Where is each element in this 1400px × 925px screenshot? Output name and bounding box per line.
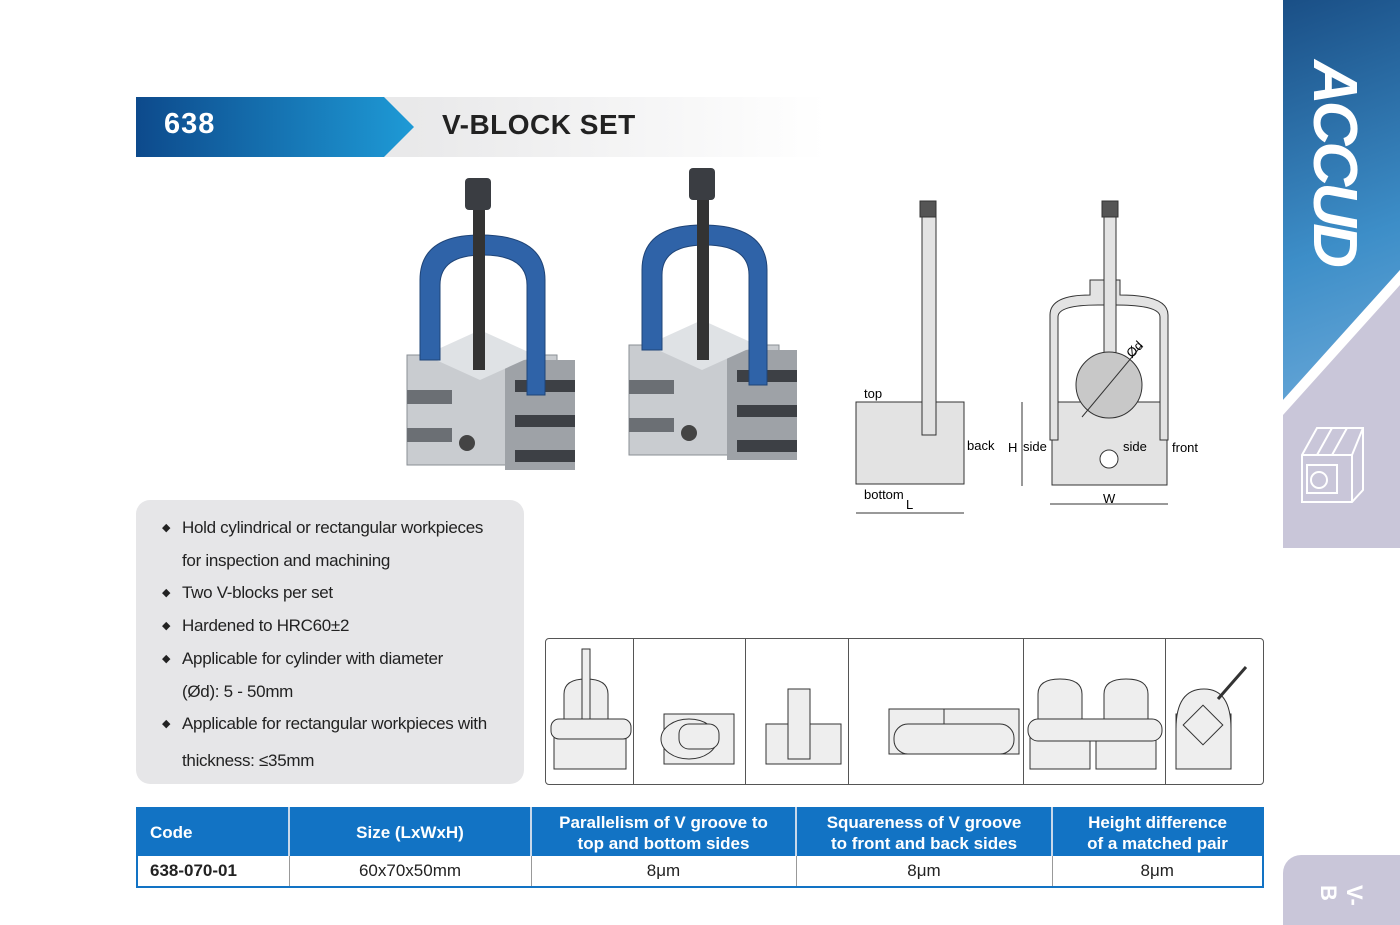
label-front: front (1172, 440, 1198, 455)
usage-illustration (634, 639, 746, 784)
cell-height-diff: 8μm (1051, 856, 1263, 887)
table-row: 638-070-01 60x70x50mm 8μm 8μm 8μm (137, 856, 1263, 887)
feature-item: ◆Applicable for rectangular workpieces w… (162, 714, 487, 734)
col-code: Code (137, 808, 289, 856)
v-block-icon (1301, 427, 1364, 503)
feature-item-cont: (Ød): 5 - 50mm (182, 681, 294, 701)
feature-item-cont: for inspection and machining (182, 550, 391, 570)
col-parallelism: Parallelism of V groove to top and botto… (530, 808, 796, 856)
header-code-badge (136, 97, 414, 157)
product-code: 638 (164, 108, 216, 140)
usage-illustrations (545, 638, 1264, 785)
label-W: W (1103, 491, 1116, 506)
usage-illustration (546, 639, 634, 784)
section-tab-label: V-B (1316, 885, 1367, 906)
product-title: V-BLOCK SET (442, 109, 636, 140)
product-photo (406, 168, 797, 470)
usage-illustration (849, 639, 1024, 784)
label-top: top (864, 386, 882, 401)
feature-item: ◆Applicable for cylinder with diameter (162, 648, 444, 668)
brand-logo: ACCUD (1300, 60, 1369, 264)
feature-item: ◆Hold cylindrical or rectangular workpie… (162, 518, 484, 537)
section-tab[interactable] (1283, 855, 1400, 925)
label-bottom: bottom (864, 487, 904, 502)
v-block-right (628, 168, 797, 460)
technical-drawing: top back bottom L H side side front W Ød (855, 200, 1198, 514)
usage-illustration (1024, 639, 1166, 784)
feature-item: ◆Two V-blocks per set (162, 583, 333, 603)
cell-size: 60x70x50mm (288, 856, 531, 887)
v-block-left (406, 178, 575, 470)
usage-illustration (746, 639, 849, 784)
usage-illustration (1166, 639, 1263, 784)
label-back: back (967, 438, 995, 453)
label-side-right: side (1123, 439, 1147, 454)
feature-item-cont: thickness: ≤35mm (182, 750, 315, 770)
label-L: L (906, 497, 913, 512)
col-squareness: Squareness of V groove to front and back… (795, 808, 1052, 856)
label-side-left: side (1023, 439, 1047, 454)
cell-code: 638-070-01 (150, 861, 237, 880)
features-panel: ◆Hold cylindrical or rectangular workpie… (136, 500, 524, 784)
feature-item: ◆Hardened to HRC60±2 (162, 616, 350, 636)
col-size: Size (LxWxH) (288, 808, 531, 856)
col-height-diff: Height difference of a matched pair (1051, 808, 1263, 856)
cell-squareness: 8μm (795, 856, 1052, 887)
label-H: H (1008, 440, 1017, 455)
table-header-row: Code Size (LxWxH) Parallelism of V groov… (137, 808, 1263, 856)
cell-parallelism: 8μm (530, 856, 796, 887)
spec-table: Code Size (LxWxH) Parallelism of V groov… (136, 807, 1264, 888)
